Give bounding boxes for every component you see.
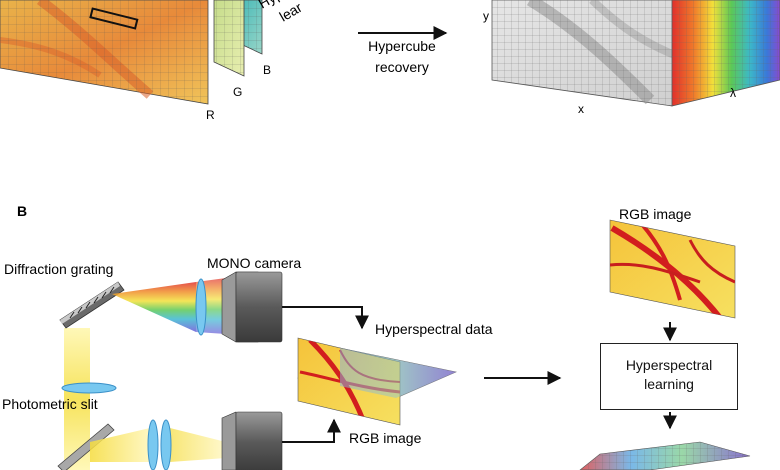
mono-camera-label: MONO camera (207, 255, 301, 271)
mono-camera (221, 271, 283, 343)
horizontal-light-beam (90, 428, 150, 462)
photometric-slit-label: Photometric slit (2, 396, 98, 412)
panel-b: B Diffraction grating MONO camera Photom… (2, 203, 751, 470)
channel-r-label: R (206, 108, 215, 122)
diffraction-grating-label: Diffraction grating (4, 261, 113, 277)
channel-r-layer (0, 0, 209, 105)
channel-b-label: B (263, 63, 271, 77)
rgb-image-top-label: RGB image (619, 206, 692, 222)
arrow-caption-line1: Hypercube (368, 38, 436, 54)
selection-rectangle (89, 7, 139, 30)
channel-g-layer (213, 0, 245, 77)
data-stack (297, 337, 457, 426)
panel-a: R G B Hyp lear Hypercube recovery y x λ (0, 0, 780, 122)
photometric-slit (61, 382, 117, 394)
hyperspectral-learning-box: Hyperspectral learning (600, 343, 738, 410)
mono-to-data-arrow (282, 306, 369, 330)
rgb-image-top (609, 219, 736, 319)
learning-box-line2: learning (644, 376, 694, 392)
axis-lambda-label: λ (730, 86, 736, 100)
dispersed-spectrum (112, 282, 196, 332)
arrow-caption-line2: recovery (375, 59, 429, 75)
rgb-to-image-arrow (282, 418, 341, 443)
axis-y-label: y (483, 9, 489, 23)
partial-label-hyp: Hyp (256, 0, 286, 12)
output-hypercube (579, 441, 751, 470)
bottom-lens-2 (160, 419, 172, 470)
rgb-camera (221, 411, 283, 470)
top-lens (195, 278, 207, 336)
beam-splitter (57, 423, 115, 470)
panel-b-letter: B (17, 203, 27, 219)
hyperspectral-data-label: Hyperspectral data (375, 321, 493, 337)
bottom-lens-1 (147, 419, 159, 470)
axis-x-label: x (578, 102, 584, 116)
learning-box-line1: Hyperspectral (625, 357, 713, 373)
diffraction-grating (59, 281, 125, 329)
hypercube (491, 0, 780, 107)
partial-label-lear: lear (277, 0, 306, 25)
channel-g-label: G (233, 85, 242, 99)
rgb-image-bottom-label: RGB image (349, 430, 422, 446)
